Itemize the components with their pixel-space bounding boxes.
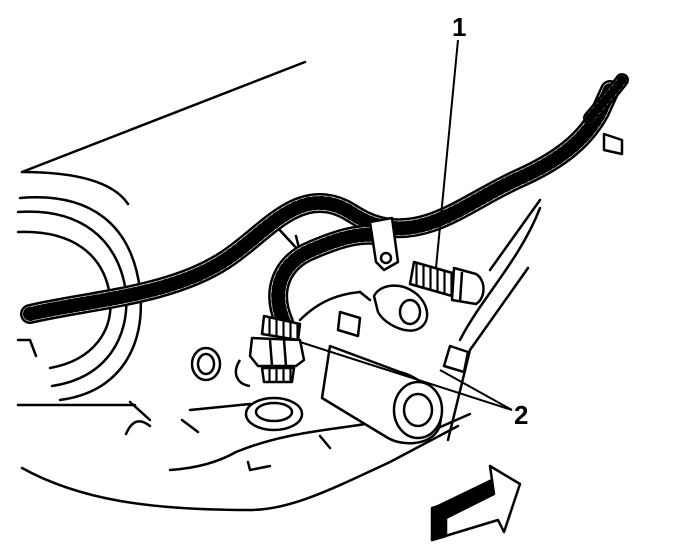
leader-line-2a — [299, 341, 513, 411]
wire-harness — [20, 73, 629, 332]
leader-line-1 — [435, 39, 459, 269]
sensor-body — [320, 284, 470, 445]
front-arrow-icon — [430, 464, 522, 542]
harness-upper — [20, 80, 620, 324]
callout-label-1: 1 — [452, 12, 466, 42]
callout-labels: 1 2 — [452, 12, 528, 430]
harness-clip — [368, 216, 400, 272]
callout-label-2: 2 — [514, 400, 528, 430]
callout-leaders — [299, 39, 513, 411]
harness-branch-right — [583, 73, 629, 156]
pressure-switch — [248, 314, 306, 384]
leader-line-2b — [439, 369, 513, 411]
harness-lower — [268, 224, 394, 332]
retaining-bolt — [408, 260, 485, 306]
o-ring-seal — [190, 346, 304, 432]
